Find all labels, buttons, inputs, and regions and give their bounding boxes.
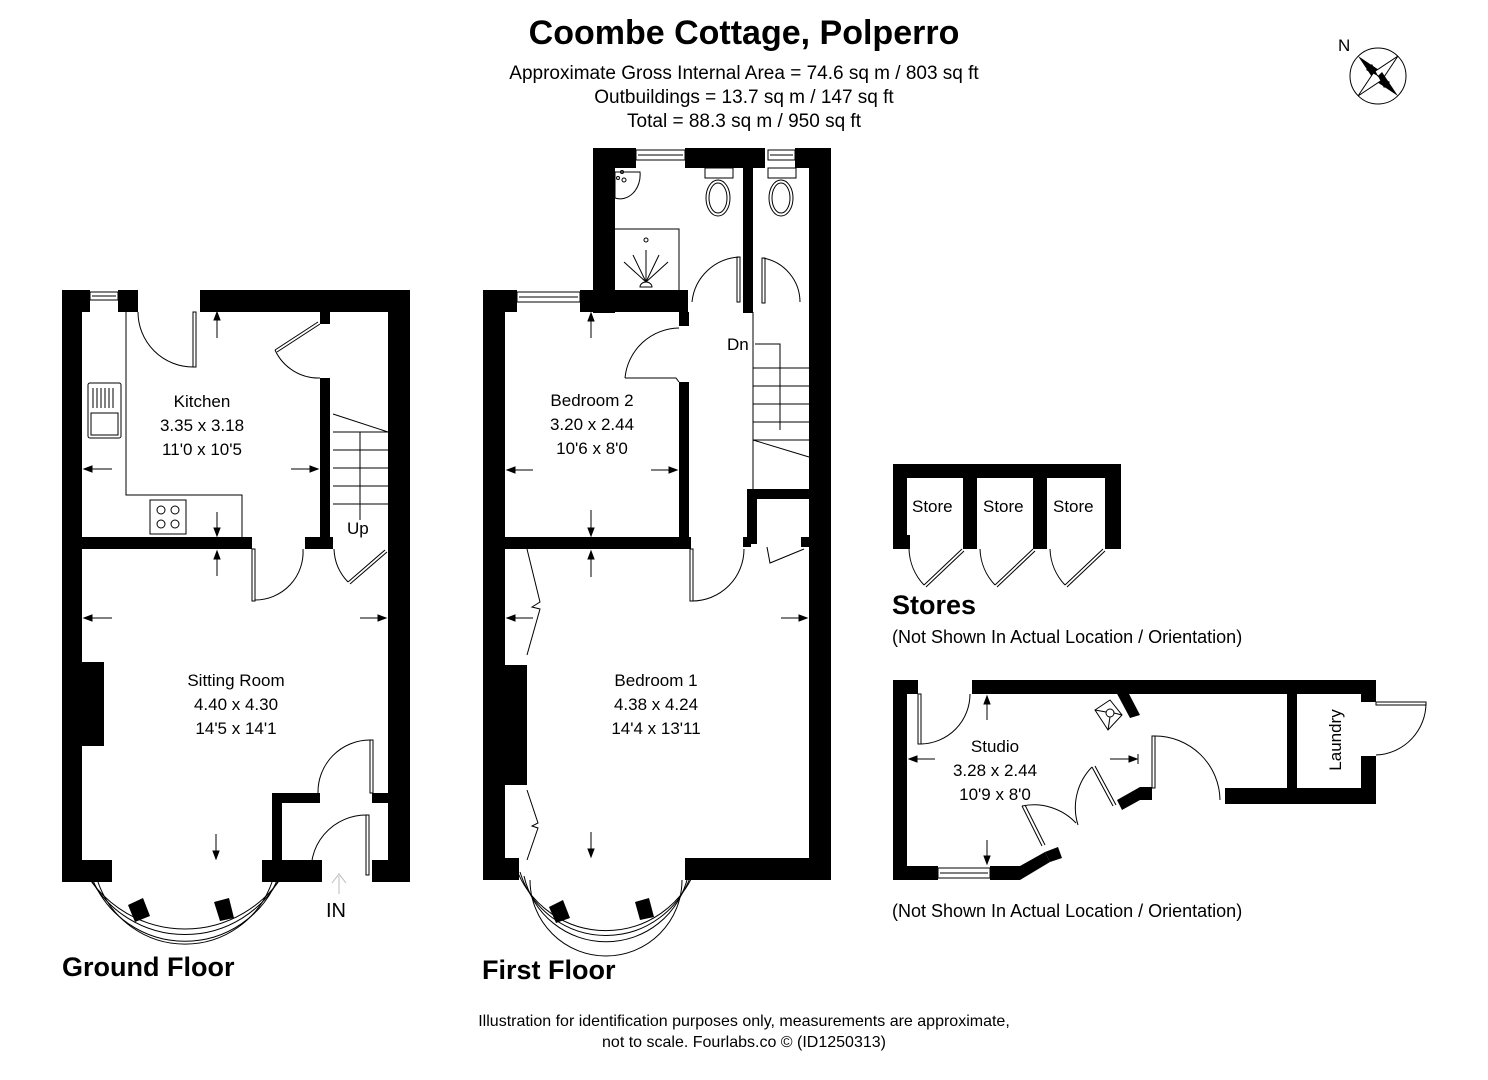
total-area: Total = 88.3 sq m / 950 sq ft — [627, 111, 861, 132]
room-imperial: 10'6 x 8'0 — [556, 439, 628, 458]
entrance-label: IN — [326, 900, 346, 922]
ground-floor-label: Ground Floor — [62, 952, 235, 982]
room-metric: 4.40 x 4.30 — [193, 695, 279, 714]
stores-location-note: (Not Shown In Actual Location / Orientat… — [892, 627, 1243, 647]
room-kitchen: Kitchen 3.35 x 3.18 11'0 x 10'5 — [102, 390, 302, 462]
room-imperial: 10'9 x 8'0 — [959, 785, 1031, 804]
room-metric: 4.38 x 4.24 — [613, 695, 699, 714]
plan-title: Coombe Cottage, Polperro — [528, 14, 960, 52]
ground-floor-plan — [62, 290, 410, 882]
room-metric: 3.20 x 2.44 — [549, 415, 635, 434]
store-3-label: Store — [1053, 497, 1094, 516]
room-bedroom-1: Bedroom 1 4.38 x 4.24 14'4 x 13'11 — [556, 669, 756, 741]
room-name: Kitchen — [173, 392, 231, 411]
room-name: Studio — [970, 737, 1020, 756]
stores-plan — [893, 464, 1121, 549]
store-2-label: Store — [983, 497, 1024, 516]
room-imperial: 11'0 x 10'5 — [162, 440, 242, 459]
room-name: Sitting Room — [187, 671, 285, 690]
outbuildings-area: Outbuildings = 13.7 sq m / 147 sq ft — [594, 87, 894, 108]
studio-plan — [893, 680, 1376, 880]
room-imperial: 14'4 x 13'11 — [611, 719, 701, 738]
compass-north-label: N — [1338, 36, 1351, 55]
room-metric: 3.35 x 3.18 — [159, 416, 245, 435]
stairs-up-label: Up — [347, 519, 369, 538]
store-1-label: Store — [912, 497, 953, 516]
entrance-arrow-icon — [331, 873, 347, 894]
room-bedroom-2: Bedroom 2 3.20 x 2.44 10'6 x 8'0 — [492, 389, 692, 461]
gross-internal-area: Approximate Gross Internal Area = 74.6 s… — [509, 63, 979, 84]
first-floor-plan — [483, 148, 831, 880]
disclaimer-line-1: Illustration for identification purposes… — [478, 1013, 1010, 1030]
room-name: Bedroom 1 — [614, 671, 698, 690]
stairs-down-label: Dn — [727, 335, 749, 354]
room-studio: Studio 3.28 x 2.44 10'9 x 8'0 — [895, 735, 1095, 807]
room-metric: 3.28 x 2.44 — [952, 761, 1038, 780]
compass-rose-icon — [1349, 47, 1407, 105]
disclaimer-line-2: not to scale. Fourlabs.co © (ID1250313) — [602, 1034, 886, 1051]
stores-label: Stores — [892, 590, 977, 620]
laundry-label: Laundry — [1326, 709, 1345, 771]
room-name: Bedroom 2 — [550, 391, 634, 410]
studio-location-note: (Not Shown In Actual Location / Orientat… — [892, 901, 1243, 921]
room-imperial: 14'5 x 14'1 — [195, 719, 277, 738]
room-sitting-room: Sitting Room 4.40 x 4.30 14'5 x 14'1 — [136, 669, 336, 741]
first-floor-label: First Floor — [482, 955, 616, 985]
